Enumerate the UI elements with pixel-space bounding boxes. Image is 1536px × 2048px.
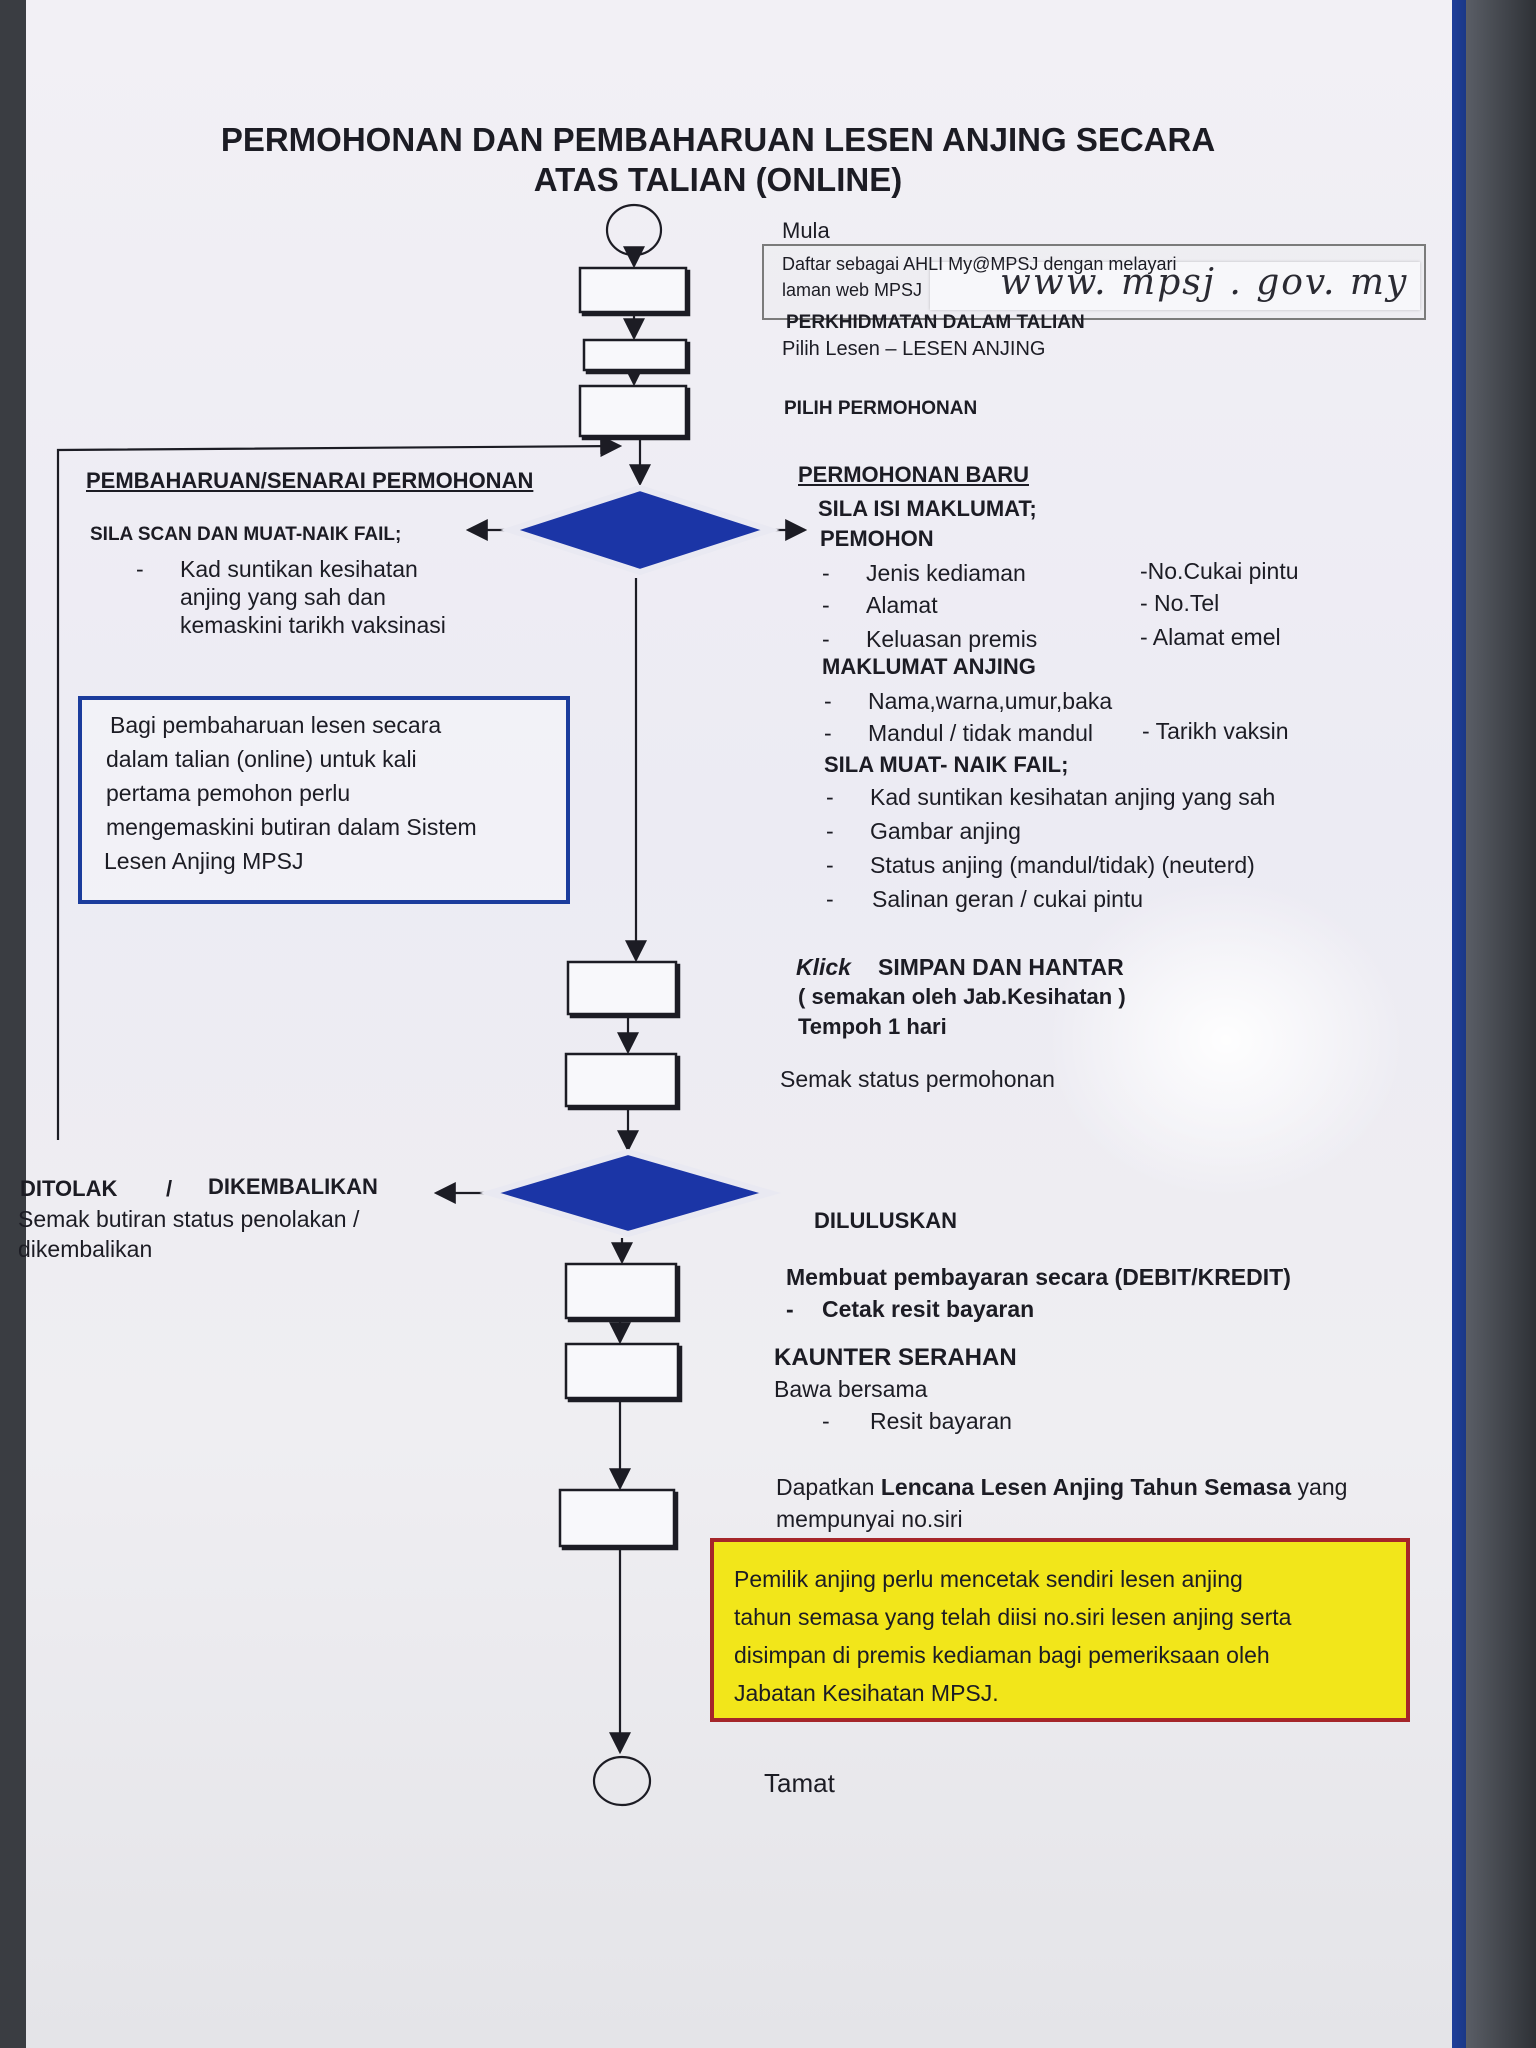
dapatkan-a: Dapatkan — [776, 1474, 875, 1500]
mula-label: Mula — [782, 218, 830, 243]
sila-isi-label: SILA ISI MAKLUMAT; — [818, 496, 1037, 521]
anjing-dash-2: - — [824, 720, 832, 746]
process-box-kaunter — [564, 1342, 680, 1400]
page-title-line2: ATAS TALIAN (ONLINE) — [533, 161, 903, 198]
fail-item-3: Status anjing (mandul/tidak) (neuterd) — [870, 852, 1255, 878]
pemohon-item-1-left: Jenis kediaman — [866, 560, 1026, 586]
left-item-2: anjing yang sah dan — [180, 584, 386, 610]
pemilik-note-box: Pemilik anjing perlu mencetak sendiri le… — [710, 1538, 1410, 1722]
dapatkan-b: Lencana Lesen Anjing Tahun Semasa — [880, 1474, 1292, 1500]
pemohon-item-3-right: - Alamat emel — [1140, 624, 1281, 650]
daftar-text-1: Daftar sebagai AHLI My@MPSJ dengan melay… — [782, 254, 1177, 274]
semak-status-label: Semak status permohonan — [780, 1066, 1055, 1092]
klick-label: Klick — [796, 954, 851, 980]
frame-edge — [1466, 0, 1536, 2048]
daftar-text-2: laman web MPSJ — [782, 280, 923, 300]
pembaharuan-note-box: Bagi pembaharuan lesen secara dalam tali… — [78, 696, 570, 904]
process-box-pilih-lesen — [582, 338, 688, 372]
blue-note-line-1: Bagi pembaharuan lesen secara — [110, 712, 442, 738]
dapatkan-c: yang — [1297, 1474, 1348, 1500]
pilih-permohonan-label: PILIH PERMOHONAN — [784, 398, 978, 419]
blue-note-line-5: Lesen Anjing MPSJ — [104, 848, 304, 874]
maklumat-anjing-label: MAKLUMAT ANJING — [822, 654, 1036, 679]
blue-note-line-3: pertama pemohon perlu — [106, 780, 351, 806]
pemohon-label: PEMOHON — [820, 526, 934, 551]
ditolak-label: DITOLAK — [20, 1176, 118, 1201]
anjing-item-1: Nama,warna,umur,baka — [868, 688, 1113, 714]
slash-label: / — [166, 1176, 173, 1201]
blue-note-line-2: dalam talian (online) untuk kali — [106, 746, 417, 772]
resit-bayaran-label: Resit bayaran — [870, 1408, 1012, 1434]
resit-dash: - — [822, 1408, 830, 1434]
anjing-item-2-left: Mandul / tidak mandul — [868, 720, 1094, 746]
kaunter-serahan-label: KAUNTER SERAHAN — [774, 1344, 1017, 1371]
mempunyai-label: mempunyai no.siri — [776, 1506, 963, 1532]
simpan-hantar-label: SIMPAN DAN HANTAR — [878, 954, 1124, 980]
yellow-note-line-2: tahun semasa yang telah diisi no.siri le… — [734, 1604, 1292, 1630]
cetak-dash: - — [786, 1296, 794, 1322]
anjing-item-2-right: - Tarikh vaksin — [1142, 718, 1289, 744]
fail-dash-3: - — [826, 852, 834, 878]
pemohon-dash-1: - — [822, 560, 830, 586]
cetak-resit-label: Cetak resit bayaran — [822, 1296, 1035, 1322]
yellow-note-line-1: Pemilik anjing perlu mencetak sendiri le… — [734, 1566, 1243, 1592]
fail-dash-4: - — [826, 886, 834, 912]
membuat-pembayaran-label: Membuat pembayaran secara (DEBIT/KREDIT) — [786, 1264, 1291, 1290]
fail-dash-1: - — [826, 784, 834, 810]
pemohon-dash-3: - — [822, 626, 830, 652]
fail-item-2: Gambar anjing — [870, 818, 1021, 844]
left-dash: - — [136, 556, 144, 582]
yellow-note-line-3: disimpan di premis kediaman bagi pemerik… — [734, 1642, 1270, 1668]
process-box-simpan — [566, 960, 678, 1016]
decision-diamond-1 — [500, 484, 780, 576]
process-box-bayaran — [564, 1262, 678, 1320]
process-box-semak — [564, 1052, 678, 1108]
permohonan-baru-heading: PERMOHONAN BARU — [798, 462, 1029, 487]
pemohon-item-3-left: Keluasan premis — [866, 626, 1038, 652]
dapatkan-label: Dapatkan Lencana Lesen Anjing Tahun Sema… — [776, 1474, 1347, 1501]
decision-diamond-2 — [479, 1148, 781, 1238]
tamat-label: Tamat — [764, 1768, 835, 1798]
end-terminal — [592, 1755, 652, 1807]
pemohon-item-2-right: - No.Tel — [1140, 590, 1220, 616]
muat-naik-label: SILA MUAT- NAIK FAIL; — [824, 752, 1069, 777]
process-box-lencana — [558, 1488, 676, 1548]
diluluskan-label: DILULUSKAN — [814, 1208, 957, 1233]
fail-dash-2: - — [826, 818, 834, 844]
pilih-lesen-label: Pilih Lesen – LESEN ANJING — [782, 338, 1046, 360]
blue-note-line-4: mengemaskini butiran dalam Sistem — [106, 814, 477, 840]
dikembalikan-label: DIKEMBALIKAN — [208, 1174, 378, 1199]
page-title-line1: PERMOHONAN DAN PEMBAHARUAN LESEN ANJING … — [220, 121, 1216, 158]
url-paper-strip — [930, 262, 1420, 310]
fail-item-4: Salinan geran / cukai pintu — [872, 886, 1144, 912]
handwritten-url: www. mpsj . gov. my — [1000, 262, 1409, 303]
pembaharuan-heading: PEMBAHARUAN/SENARAI PERMOHONAN — [86, 468, 534, 493]
yellow-note-line-4: Jabatan Kesihatan MPSJ. — [734, 1680, 999, 1706]
anjing-dash-1: - — [824, 688, 832, 714]
pemohon-dash-2: - — [822, 592, 830, 618]
semak-butiran-line-1: Semak butiran status penolakan / — [18, 1206, 360, 1232]
start-terminal — [605, 203, 663, 257]
fail-item-1: Kad suntikan kesihatan anjing yang sah — [870, 784, 1276, 810]
bawa-bersama-label: Bawa bersama — [774, 1376, 928, 1402]
scan-label: SILA SCAN DAN MUAT-NAIK FAIL; — [90, 524, 402, 545]
tempoh-label: Tempoh 1 hari — [798, 1014, 947, 1039]
pemohon-item-1-right: -No.Cukai pintu — [1140, 558, 1299, 584]
process-box-pilih-permohonan — [578, 384, 688, 438]
process-box-daftar — [578, 266, 688, 314]
left-item-3: kemaskini tarikh vaksinasi — [180, 612, 446, 638]
left-item-1: Kad suntikan kesihatan — [180, 556, 418, 582]
semak-butiran-line-2: dikembalikan — [18, 1236, 153, 1262]
perkhidmatan-label: PERKHIDMATAN DALAM TALIAN — [786, 312, 1085, 333]
semakan-label: ( semakan oleh Jab.Kesihatan ) — [798, 984, 1126, 1009]
pemohon-item-2-left: Alamat — [866, 592, 938, 618]
